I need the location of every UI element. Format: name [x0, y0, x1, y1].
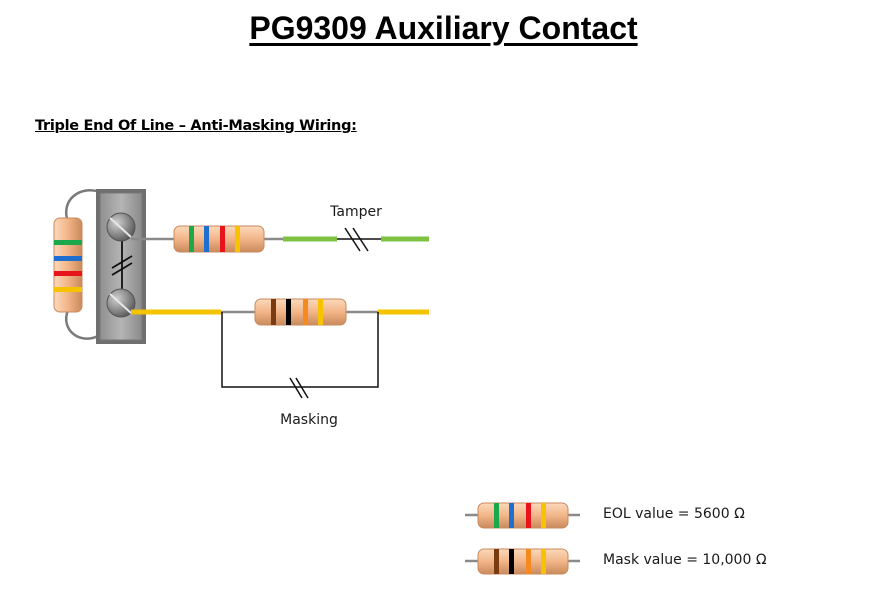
resistor-band — [271, 299, 276, 325]
resistor-band — [54, 240, 82, 245]
eol-resistor-vertical — [53, 217, 83, 313]
masking-label: Masking — [280, 412, 338, 428]
resistor-band — [54, 287, 82, 292]
resistor-band — [318, 299, 323, 325]
resistor-band — [189, 226, 194, 252]
resistor-band — [509, 503, 514, 528]
eol-resistor-horizontal — [173, 225, 265, 253]
resistor-band — [494, 549, 499, 574]
page-title: PG9309 Auxiliary Contact — [249, 10, 638, 46]
resistor-band — [541, 503, 546, 528]
legend-mask-label: Mask value = 10,000 Ω — [603, 552, 767, 568]
resistor-band — [286, 299, 291, 325]
resistor-band — [54, 271, 82, 276]
mask-resistor-horizontal — [254, 298, 347, 326]
resistor-band — [541, 549, 546, 574]
resistor-band — [204, 226, 209, 252]
resistor-band — [526, 503, 531, 528]
resistor-band — [509, 549, 514, 574]
tamper-slash — [344, 227, 361, 252]
legend-eol-label: EOL value = 5600 Ω — [603, 506, 745, 522]
tamper-label: Tamper — [329, 204, 382, 220]
resistor-band — [54, 256, 82, 261]
legend-mask-resistor — [465, 548, 580, 575]
resistor-band — [303, 299, 308, 325]
contact-slash — [111, 262, 133, 276]
section-heading: Triple End Of Line – Anti-Masking Wiring… — [35, 118, 357, 134]
terminal-block — [96, 189, 146, 344]
masking-slash — [289, 377, 303, 399]
contact-slash — [111, 255, 133, 269]
masking-contact-loop — [221, 312, 379, 388]
screw-top-icon — [106, 212, 136, 242]
resistor-band — [494, 503, 499, 528]
tamper-slash — [352, 227, 369, 252]
resistor-band — [235, 226, 240, 252]
masking-slash — [295, 377, 309, 399]
screw-bottom-icon — [106, 288, 136, 318]
legend-eol-resistor — [465, 502, 580, 529]
title-wrap: PG9309 Auxiliary Contact — [0, 10, 887, 47]
resistor-band — [526, 549, 531, 574]
resistor-band — [220, 226, 225, 252]
